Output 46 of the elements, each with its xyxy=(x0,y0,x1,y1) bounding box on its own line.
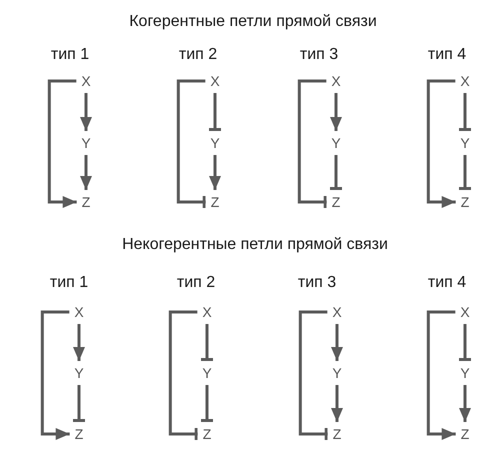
panel-heading: тип 1 xyxy=(50,274,88,292)
elbow-arrow xyxy=(40,310,70,440)
node-label: X xyxy=(76,69,96,93)
node-label: Y xyxy=(197,361,217,385)
arrow xyxy=(80,155,92,190)
node-label: Z xyxy=(456,190,474,214)
arrow xyxy=(331,385,343,422)
node-label: X xyxy=(205,69,225,93)
arrow xyxy=(459,385,471,422)
panel-heading: тип 2 xyxy=(178,46,218,64)
panel-heading: тип 3 xyxy=(300,46,338,64)
arrow xyxy=(331,324,343,361)
node-label: Y xyxy=(69,361,89,385)
panel-heading: тип 2 xyxy=(176,274,216,292)
node-label: Y xyxy=(455,131,475,155)
node-label: X xyxy=(327,300,347,324)
panel-heading: тип 4 xyxy=(428,46,466,64)
elbow-arrow xyxy=(48,80,77,208)
node-label: Z xyxy=(206,190,224,214)
node-label: Y xyxy=(327,361,347,385)
node-label: Z xyxy=(198,422,216,446)
arrow xyxy=(80,93,92,131)
panel-heading: тип 4 xyxy=(428,274,466,292)
panel-heading: тип 1 xyxy=(50,46,90,64)
arrow xyxy=(209,155,221,190)
arrow xyxy=(73,324,85,361)
elbow-arrow xyxy=(426,310,456,440)
arrow xyxy=(330,93,342,131)
node-label: X xyxy=(326,69,346,93)
node-label: Y xyxy=(455,361,475,385)
node-label: X xyxy=(455,300,475,324)
node-label: X xyxy=(455,69,475,93)
node-label: Z xyxy=(326,190,346,214)
node-label: Z xyxy=(328,422,346,446)
elbow-arrow xyxy=(426,80,456,208)
node-label: Y xyxy=(326,131,346,155)
node-label: Y xyxy=(205,131,225,155)
node-label: X xyxy=(197,300,217,324)
section-heading: Когерентные петли прямой связи xyxy=(129,13,377,31)
node-label: Y xyxy=(76,131,96,155)
node-label: X xyxy=(69,300,89,324)
node-label: Z xyxy=(76,190,96,214)
section-heading: Некогерентные петли прямой связи xyxy=(122,236,388,254)
node-label: Z xyxy=(456,422,474,446)
node-label: Z xyxy=(70,422,88,446)
panel-heading: тип 3 xyxy=(298,274,336,292)
